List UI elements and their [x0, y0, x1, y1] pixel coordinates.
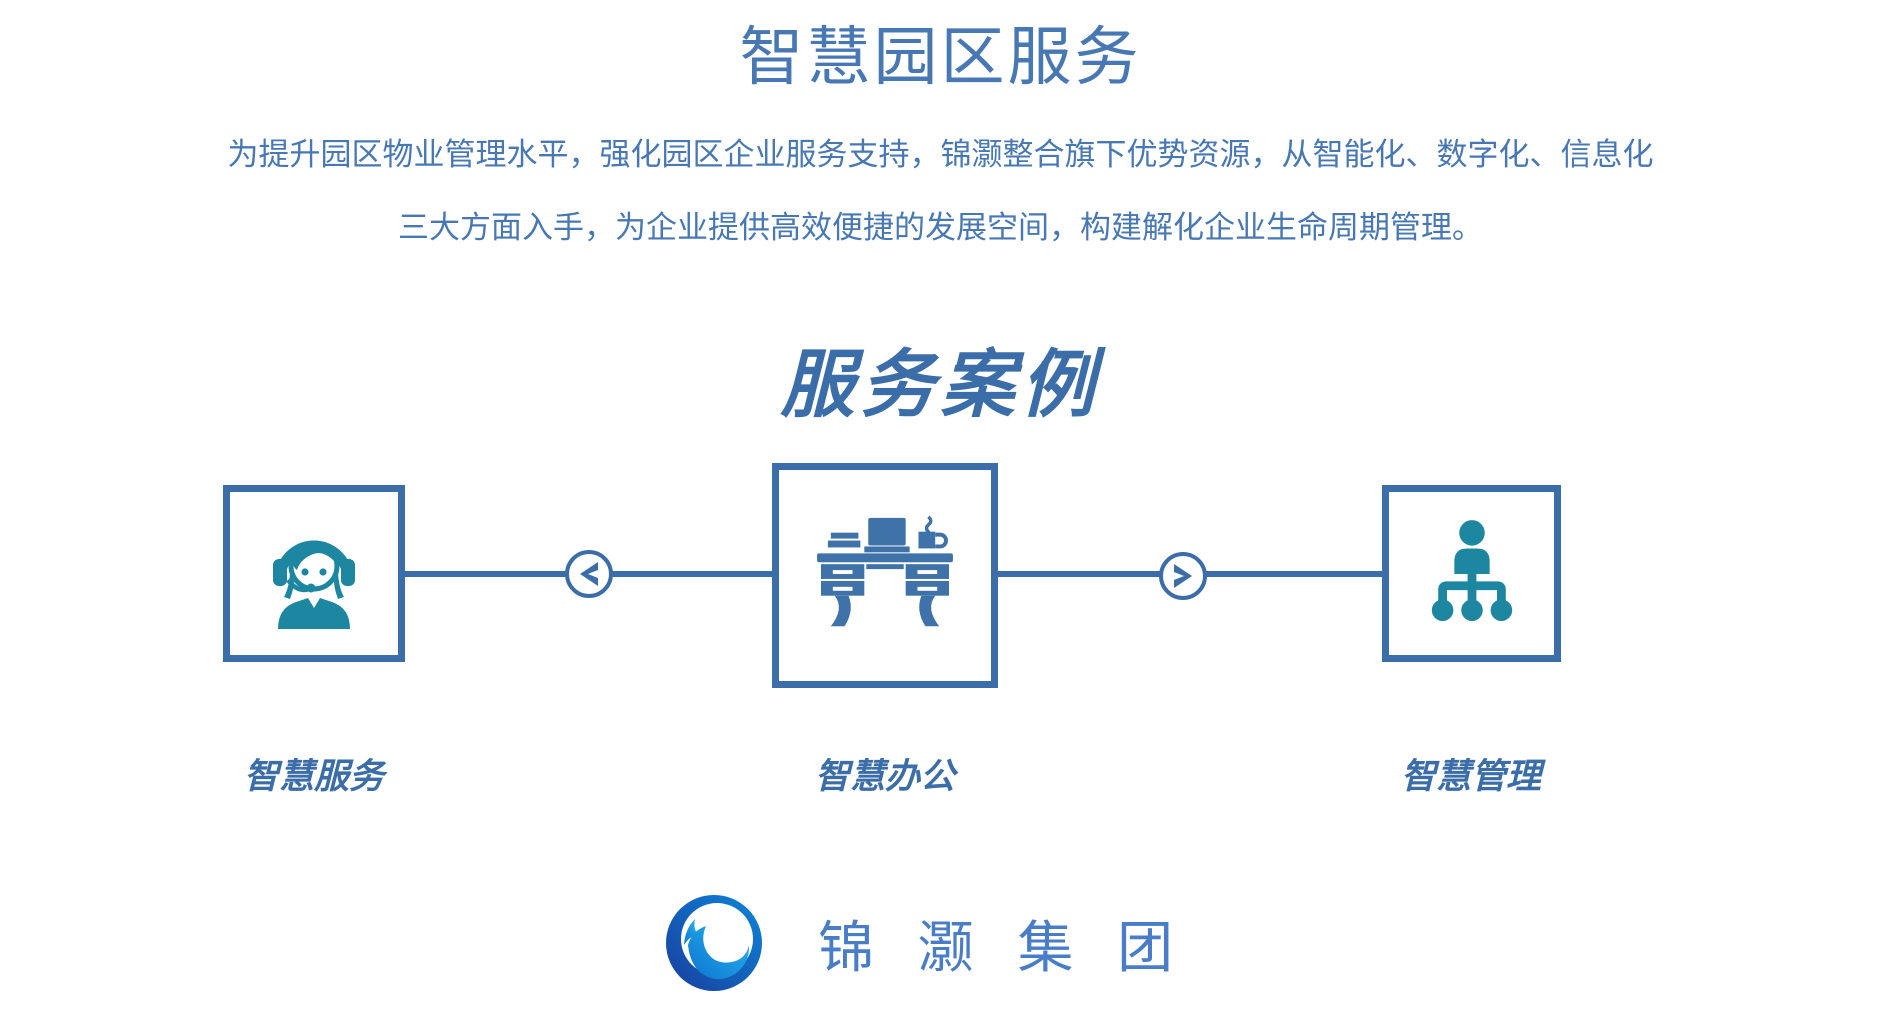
description-line-1: 为提升园区物业管理水平，强化园区企业服务支持，锦灏整合旗下优势资源，从智能化、数…: [227, 137, 1654, 172]
footer-logo-group: 锦灏集团: [0, 893, 1881, 993]
case-label-smart-service: 智慧服务: [243, 757, 384, 796]
chevron-left-icon: [580, 562, 598, 586]
office-desk-icon: [817, 515, 953, 626]
description-line-2: 三大方面入手，为企业提供高效便捷的发展空间，构建解化企业生命周期管理。: [398, 210, 1483, 245]
org-chart-icon: [1431, 520, 1512, 622]
page-description: 为提升园区物业管理水平，强化园区企业服务支持，锦灏整合旗下优势资源，从智能化、数…: [0, 118, 1881, 264]
chevron-right-icon: [1174, 564, 1192, 588]
cases-heading: 服务案例: [780, 343, 1101, 426]
customer-service-icon: [273, 540, 355, 629]
page-title: 智慧园区服务: [739, 21, 1142, 93]
case-box-smart-management[interactable]: [1382, 485, 1561, 662]
prev-case-button[interactable]: [565, 550, 613, 598]
case-label-smart-management: 智慧管理: [1400, 757, 1541, 796]
next-case-button[interactable]: [1159, 552, 1207, 600]
jinhao-group-logo: [666, 895, 763, 991]
case-label-smart-office: 智慧办公: [814, 757, 955, 796]
company-name: 锦灏集团: [818, 917, 1217, 980]
case-box-smart-service[interactable]: [223, 485, 405, 662]
case-box-smart-office[interactable]: [772, 463, 998, 688]
